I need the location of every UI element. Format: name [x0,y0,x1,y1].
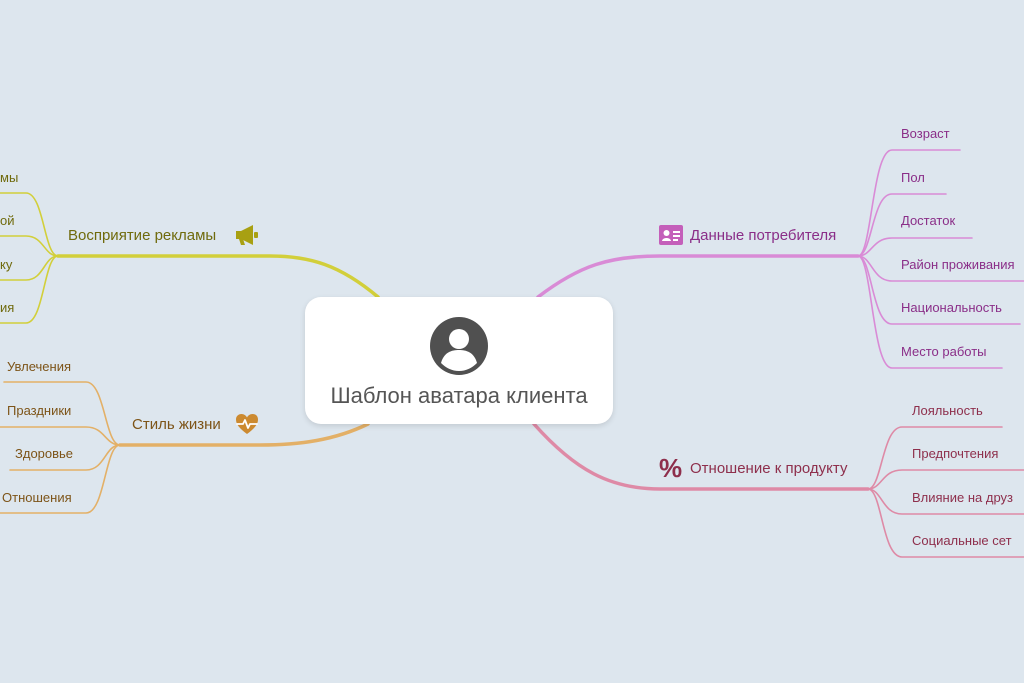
link-center-to-ad-perception [56,254,380,299]
heart-pulse-icon [236,414,258,434]
link-center-to-product-attitude [532,422,870,491]
link-ad-4 [0,255,59,324]
percent-icon: % [659,453,683,483]
link-product-influence [867,488,1024,515]
links-product-attitude [532,422,1024,558]
link-consumer-work [857,255,1003,369]
link-life-relations [0,444,121,514]
topic-gender[interactable]: Пол [901,170,925,185]
link-consumer-gender [857,193,947,257]
topic-hobbies[interactable]: Увлечения [7,359,72,374]
topic-ad-3[interactable]: ку [0,257,13,272]
link-consumer-district [857,255,1024,282]
megaphone-icon [236,225,258,245]
link-consumer-age [857,149,961,257]
link-ad-1 [0,192,59,257]
links-consumer-data [536,149,1024,369]
link-life-holidays [0,426,121,446]
topic-influence[interactable]: Влияние на друз [912,490,1013,505]
links-ad-perception [0,192,380,324]
topic-ad-4[interactable]: ия [0,300,15,315]
topic-wealth[interactable]: Достаток [901,213,956,228]
topic-ad-1[interactable]: мы [0,170,19,185]
link-center-to-consumer-data [536,254,860,299]
branch-ad-perception[interactable]: Восприятие рекламы [68,227,217,244]
link-ad-2 [0,235,59,257]
link-life-health [9,444,121,471]
topic-holidays[interactable]: Праздники [7,403,72,418]
topic-health[interactable]: Здоровье [15,446,74,461]
branch-lifestyle[interactable]: Стиль жизни [132,416,221,433]
user-avatar-icon [430,317,488,375]
links-lifestyle [0,381,370,514]
topic-age[interactable]: Возраст [901,126,950,141]
link-product-preferences [867,469,1024,490]
topic-loyalty[interactable]: Лояльность [912,403,983,418]
topic-preferences[interactable]: Предпочтения [912,446,999,461]
link-product-social [867,488,1024,558]
link-life-hobbies [3,381,121,446]
central-node[interactable]: Шаблон аватара клиента [305,297,613,424]
topic-workplace[interactable]: Место работы [901,344,987,359]
link-center-to-lifestyle [118,422,370,447]
link-consumer-wealth [857,237,973,257]
branch-product-attitude[interactable]: Отношение к продукту [690,460,848,477]
id-card-icon [659,225,683,245]
topic-social[interactable]: Социальные сет [912,533,1012,548]
topic-relations[interactable]: Отношения [2,490,72,505]
topic-ad-2[interactable]: ой [0,213,15,228]
central-title: Шаблон аватара клиента [330,383,588,408]
link-ad-3 [0,255,59,281]
topic-nationality[interactable]: Национальность [901,300,1002,315]
link-product-loyalty [867,426,1003,490]
topic-district[interactable]: Район проживания [901,257,1015,272]
branch-consumer-data[interactable]: Данные потребителя [690,227,837,244]
